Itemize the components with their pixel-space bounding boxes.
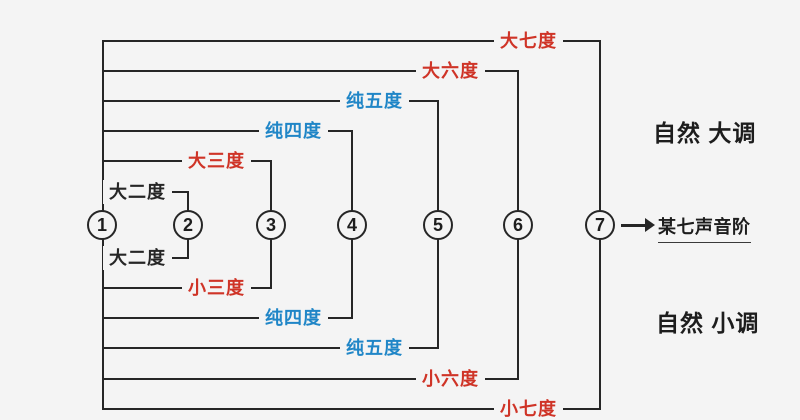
scale-degree-4: 4: [337, 210, 367, 240]
interval-label: 纯五度: [340, 89, 409, 113]
scale-degree-6: 6: [503, 210, 533, 240]
bracket-connector: [187, 239, 189, 259]
interval-label: 大六度: [416, 59, 485, 83]
interval-label: 大三度: [182, 149, 251, 173]
scale-degree-1: 1: [87, 210, 117, 240]
bracket-connector: [187, 191, 189, 211]
natural-major-label: 自然 大调: [653, 120, 757, 146]
bracket-rail: [102, 40, 601, 42]
right-arrow-icon: [621, 218, 655, 232]
bracket-rail: [102, 378, 519, 380]
scale-degree-7: 7: [585, 210, 615, 240]
bracket-rail: [102, 347, 439, 349]
bracket-connector: [599, 239, 601, 410]
bracket-connector: [351, 130, 353, 211]
spine-line-top: [102, 40, 104, 211]
bracket-connector: [517, 239, 519, 380]
arrow-shaft: [621, 224, 647, 227]
bracket-connector: [437, 100, 439, 211]
scale-degree-3: 3: [256, 210, 286, 240]
interval-label: 小七度: [494, 397, 563, 420]
scale-degree-2: 2: [173, 210, 203, 240]
arrow-head: [645, 218, 655, 232]
interval-label: 纯四度: [259, 306, 328, 330]
bracket-connector: [599, 40, 601, 211]
bracket-connector: [351, 239, 353, 319]
interval-label: 大二度: [103, 180, 172, 204]
interval-label: 大二度: [103, 246, 172, 270]
interval-label: 小三度: [182, 276, 251, 300]
scale-name-label: 某七声音阶: [658, 213, 751, 243]
bracket-connector: [270, 239, 272, 289]
interval-label: 大七度: [494, 29, 563, 53]
bracket-rail: [102, 408, 601, 410]
natural-minor-label: 自然 小调: [656, 310, 760, 336]
interval-label: 纯五度: [340, 336, 409, 360]
bracket-connector: [270, 160, 272, 211]
interval-label: 纯四度: [259, 119, 328, 143]
spine-line-bottom: [102, 239, 104, 410]
interval-label: 小六度: [416, 367, 485, 391]
bracket-rail: [102, 100, 439, 102]
bracket-rail: [102, 70, 519, 72]
scale-degree-5: 5: [423, 210, 453, 240]
bracket-rail: [102, 317, 353, 319]
bracket-rail: [102, 130, 353, 132]
bracket-connector: [517, 70, 519, 211]
bracket-connector: [437, 239, 439, 349]
